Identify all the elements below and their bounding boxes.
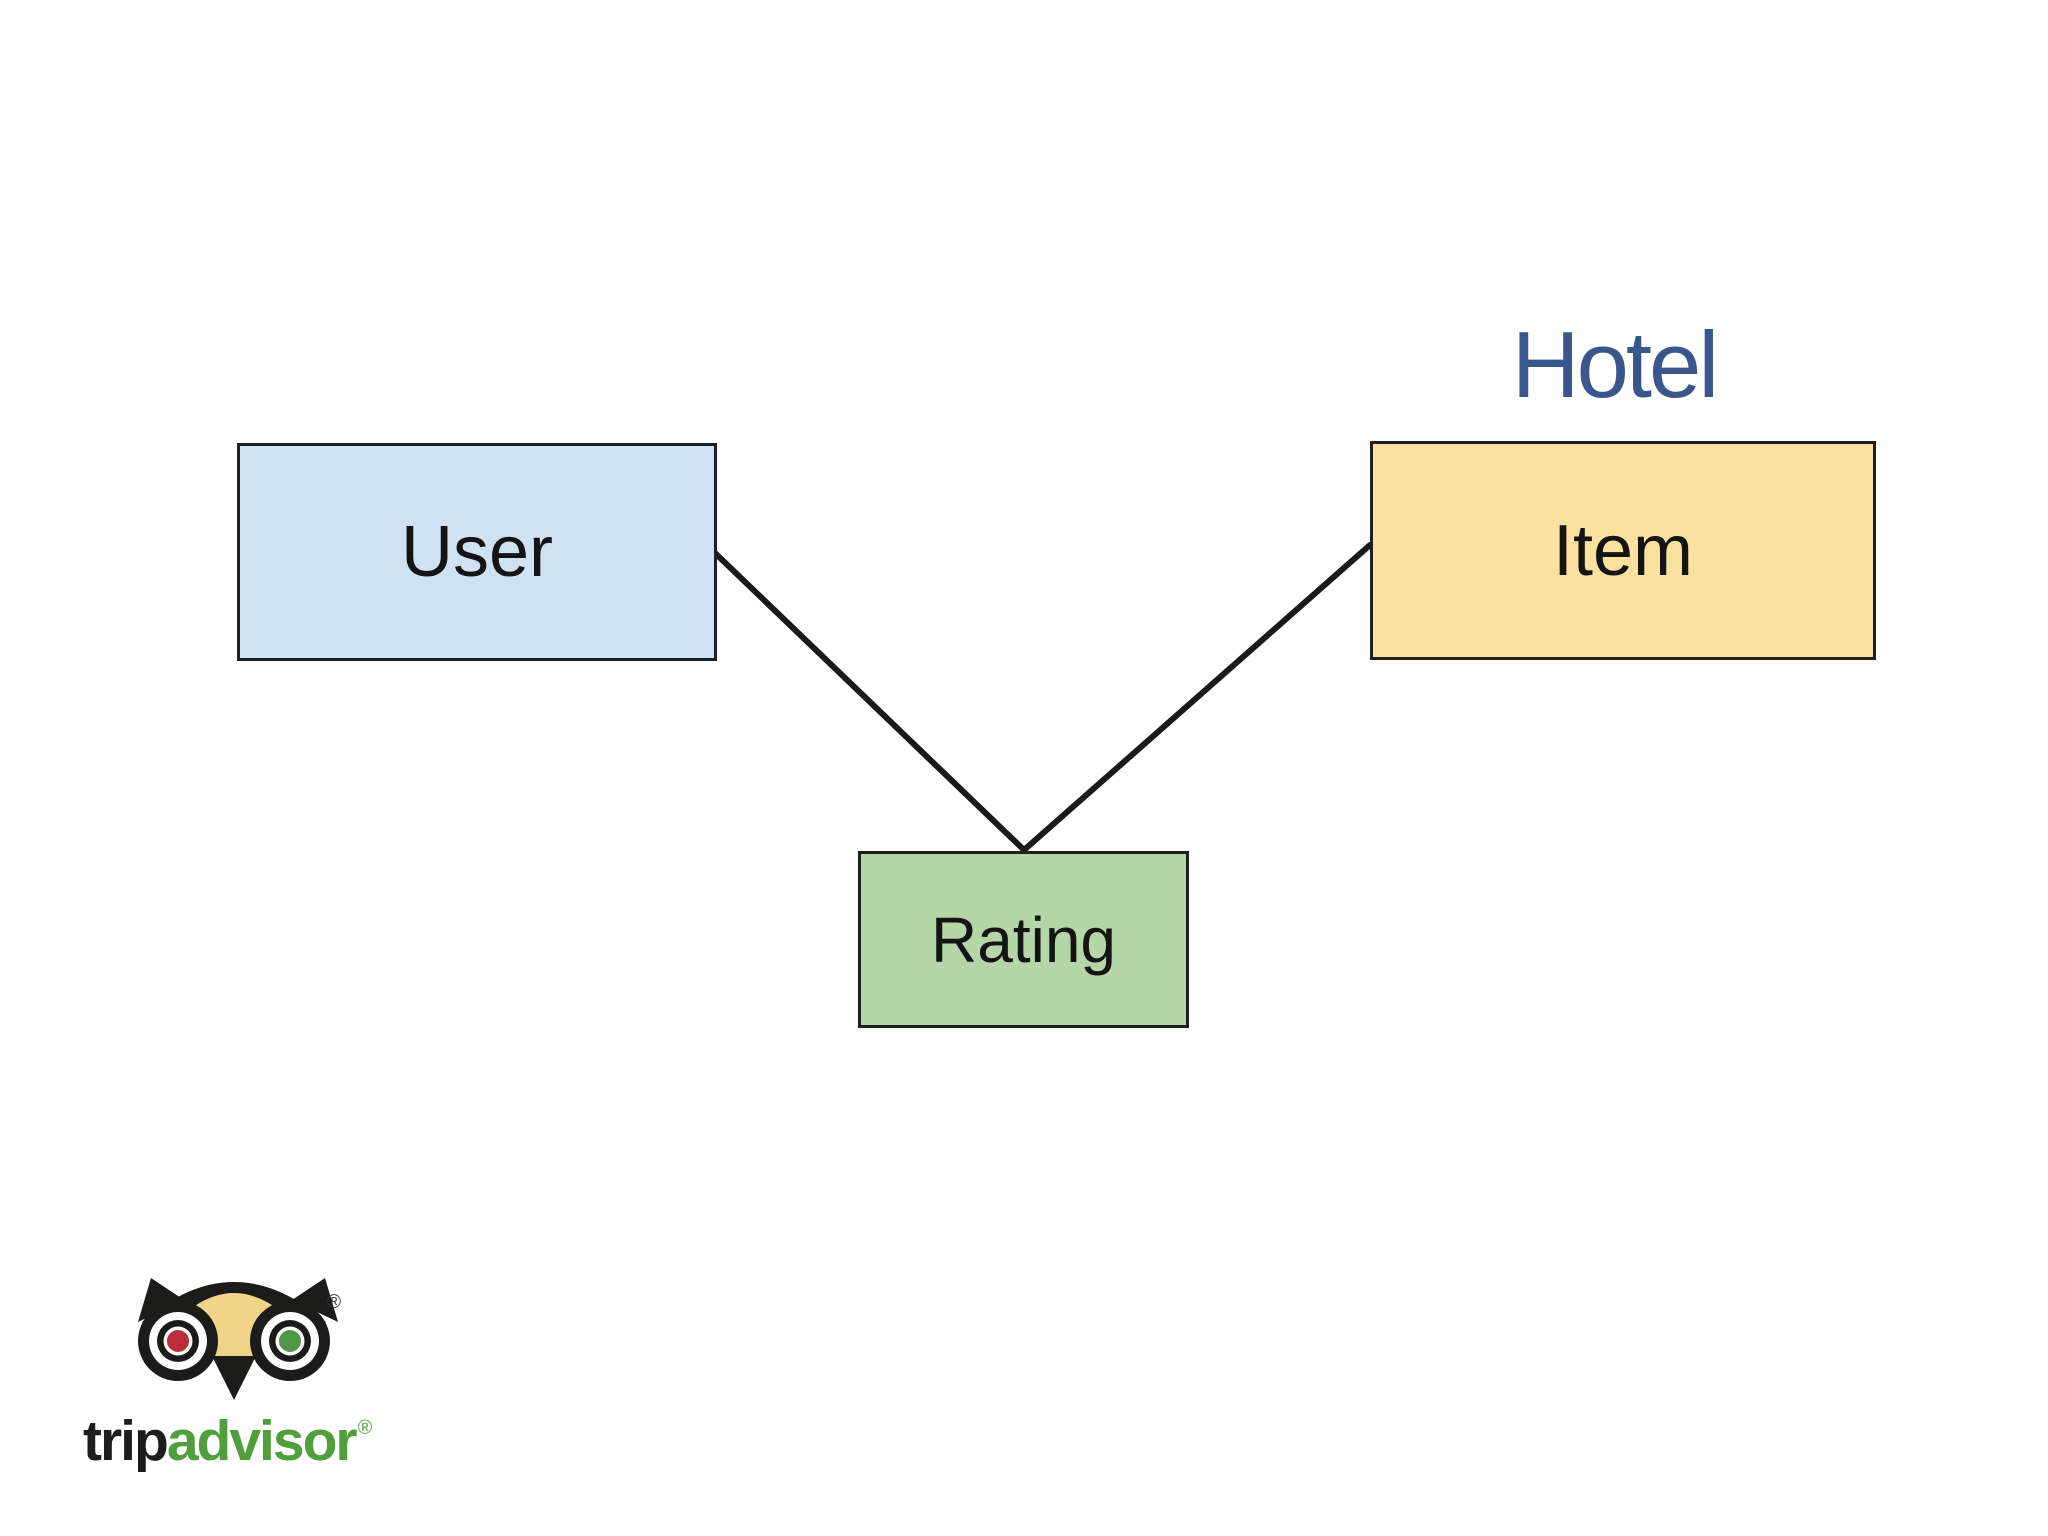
node-user-label: User <box>400 512 553 592</box>
node-item: Item <box>1370 441 1876 660</box>
node-rating: Rating <box>858 851 1189 1028</box>
tripadvisor-logo: ® tripadvisor® <box>80 1272 420 1492</box>
owl-beak <box>212 1356 256 1400</box>
owl-left-pupil <box>167 1330 189 1352</box>
node-item-label: Item <box>1552 510 1694 591</box>
owl-right-eye <box>250 1301 330 1381</box>
owl-registered-mark: ® <box>327 1292 341 1313</box>
owl-head-band <box>142 1282 326 1334</box>
node-rating-label: Rating <box>931 903 1116 976</box>
owl-right-ear <box>292 1278 338 1322</box>
owl-left-eye <box>138 1301 218 1381</box>
edge-user-rating <box>712 550 1027 853</box>
node-user: User <box>237 443 717 661</box>
tripadvisor-wordmark: tripadvisor® <box>83 1410 372 1473</box>
wordmark-registered-mark: ® <box>357 1417 373 1439</box>
owl-right-pupil <box>279 1330 301 1352</box>
edge-item-rating <box>1021 542 1373 853</box>
tripadvisor-owl-icon: ® <box>138 1278 341 1400</box>
owl-left-ear <box>138 1278 184 1322</box>
wordmark-advisor: advisor <box>166 1409 358 1473</box>
wordmark-trip: trip <box>83 1409 169 1473</box>
hotel-annotation: Hotel <box>1511 312 1719 417</box>
